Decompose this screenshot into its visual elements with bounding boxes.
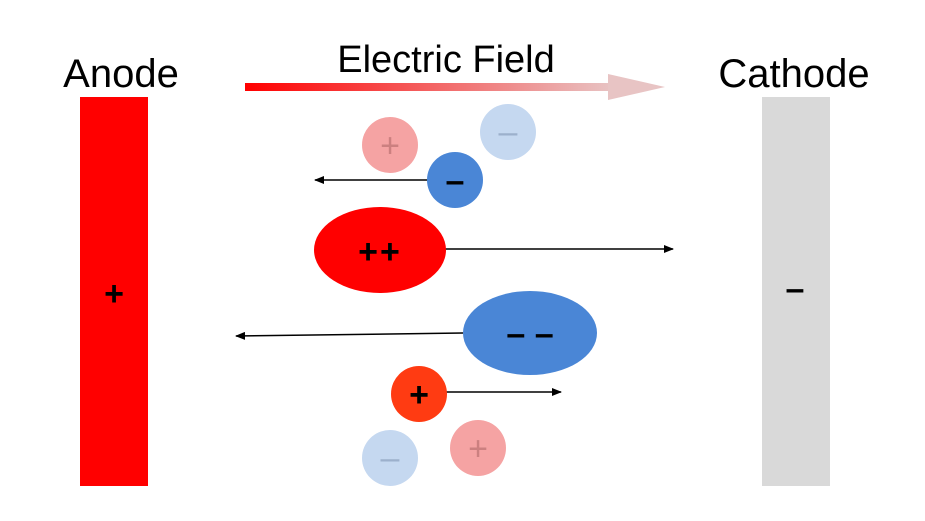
electric-field-arrow bbox=[245, 74, 665, 100]
faded-positive-ion-top bbox=[362, 117, 418, 173]
large-negative-ion-sign: – – bbox=[506, 315, 553, 353]
anode-sign: + bbox=[104, 275, 124, 313]
large-negative-arrow bbox=[235, 331, 464, 340]
faded-negative-ion-top bbox=[480, 104, 536, 160]
cathode-sign: – bbox=[786, 270, 805, 308]
anode-label: Anode bbox=[63, 52, 179, 96]
faded-positive-ion-bottom bbox=[450, 420, 506, 476]
small-negative-ion-sign: – bbox=[446, 162, 465, 200]
large-positive-ion bbox=[314, 207, 446, 293]
faded-negative-ion-bottom bbox=[362, 430, 418, 486]
cathode-electrode bbox=[762, 97, 830, 486]
small-negative-ion bbox=[427, 152, 483, 208]
small-positive-ion-sign: + bbox=[409, 376, 429, 414]
small-positive-ion bbox=[391, 366, 447, 422]
faded-positive-ion-top-sign: + bbox=[380, 127, 400, 165]
large-positive-ion-sign: ++ bbox=[358, 233, 402, 271]
anode-electrode bbox=[80, 97, 148, 486]
electric-field-label: Electric Field bbox=[337, 39, 555, 81]
large-negative-ion bbox=[463, 291, 597, 375]
faded-negative-ion-top-sign: – bbox=[499, 113, 518, 151]
faded-positive-ion-bottom-sign: + bbox=[468, 430, 488, 468]
faded-negative-ion-bottom-sign: – bbox=[381, 439, 400, 477]
cathode-label: Cathode bbox=[718, 52, 869, 96]
